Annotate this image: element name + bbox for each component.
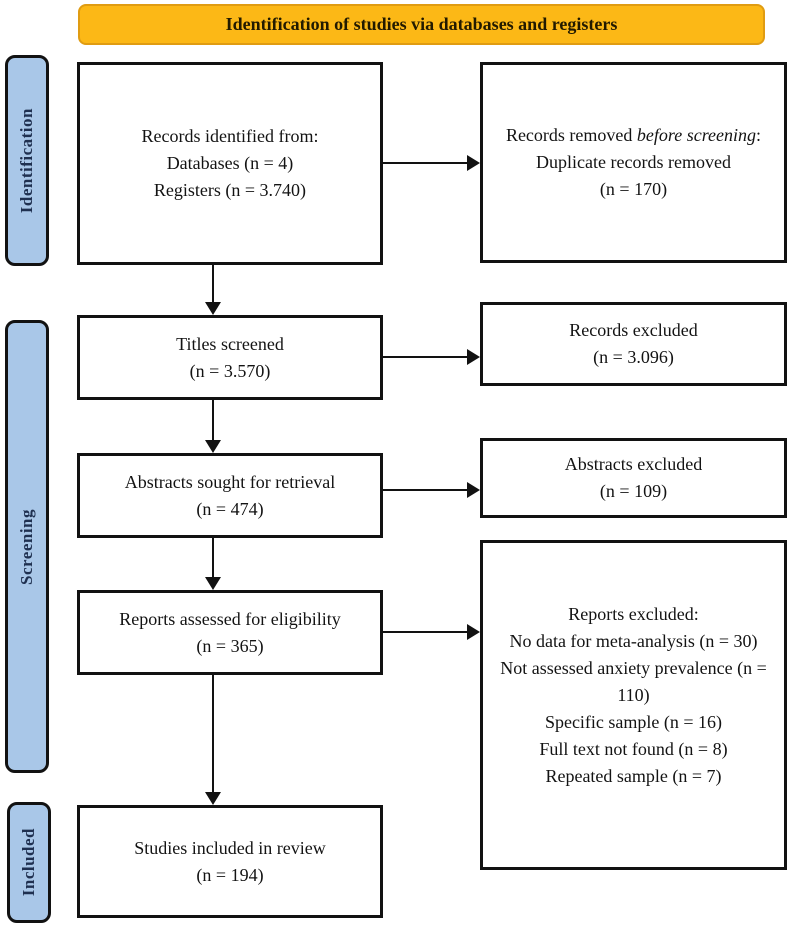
arrow-right-identified-to-removed xyxy=(383,155,480,171)
box-titles-screened: Titles screened (n = 3.570) xyxy=(77,315,383,400)
stage-label-identification: Identification xyxy=(5,55,49,266)
box-abstracts-excluded-line: Abstracts excluded xyxy=(564,454,703,474)
box-records-removed-suffix: : xyxy=(756,125,762,145)
stage-label-identification-text: Identification xyxy=(17,107,36,214)
arrow-down-reports-to-included xyxy=(205,675,221,805)
box-abstracts-sought-line: (n = 474) xyxy=(196,498,264,519)
stage-label-screening-text: Screening xyxy=(17,508,36,585)
box-records-removed-line: (n = 170) xyxy=(599,179,668,199)
box-abstracts-sought-line: Abstracts sought for retrieval xyxy=(124,471,336,492)
box-abstracts-sought: Abstracts sought for retrieval (n = 474) xyxy=(77,453,383,538)
stage-label-included: Included xyxy=(7,802,51,923)
box-studies-included-line: Studies included in review xyxy=(134,837,326,858)
box-reports-assessed-line: (n = 365) xyxy=(196,635,264,656)
box-abstracts-excluded-line: (n = 109) xyxy=(599,481,668,501)
arrow-right-abstracts-to-excluded xyxy=(383,482,480,498)
box-abstracts-excluded: Abstracts excluded (n = 109) xyxy=(480,438,787,518)
box-reports-excluded-line: Specific sample (n = 16) xyxy=(544,712,723,732)
stage-label-included-text: Included xyxy=(19,828,38,897)
arrow-right-reports-to-excluded xyxy=(383,624,480,640)
box-records-removed-italic: before screening xyxy=(636,125,757,145)
arrow-right-titles-to-excluded xyxy=(383,349,480,365)
box-records-excluded-line: (n = 3.096) xyxy=(593,347,674,367)
stage-label-screening: Screening xyxy=(5,320,49,773)
box-records-removed-heading: Records removed before screening: xyxy=(506,122,761,149)
diagram-title: Identification of studies via databases … xyxy=(225,14,618,34)
box-records-removed: Records removed before screening: Duplic… xyxy=(480,62,787,263)
arrow-down-identified-to-titles xyxy=(205,265,221,315)
arrow-down-titles-to-abstracts xyxy=(205,400,221,453)
title-banner: Identification of studies via databases … xyxy=(78,4,765,45)
box-records-excluded: Records excluded (n = 3.096) xyxy=(480,302,787,386)
box-reports-assessed-line: Reports assessed for eligibility xyxy=(119,608,341,629)
box-studies-included-line: (n = 194) xyxy=(196,864,264,885)
box-records-removed-line: Duplicate records removed xyxy=(536,152,731,172)
box-reports-excluded-line: Full text not found (n = 8) xyxy=(539,739,728,759)
box-records-identified: Records identified from: Databases (n = … xyxy=(77,62,383,265)
box-reports-excluded-line: Repeated sample (n = 7) xyxy=(545,766,722,786)
box-records-identified-line: Records identified from: xyxy=(141,126,319,146)
box-reports-excluded-line: Not assessed anxiety prevalence (n = 110… xyxy=(500,658,767,705)
box-reports-excluded: Reports excluded: No data for meta-analy… xyxy=(480,540,787,870)
arrow-down-abstracts-to-reports xyxy=(205,538,221,590)
box-titles-screened-line: Titles screened xyxy=(176,333,284,354)
box-records-identified-line: Databases (n = 4) xyxy=(166,153,294,173)
box-studies-included: Studies included in review (n = 194) xyxy=(77,805,383,918)
box-records-excluded-line: Records excluded xyxy=(569,320,698,340)
box-records-removed-prefix: Records removed xyxy=(505,125,637,145)
box-titles-screened-line: (n = 3.570) xyxy=(189,360,271,381)
box-records-identified-line: Registers (n = 3.740) xyxy=(153,180,307,200)
box-reports-assessed: Reports assessed for eligibility (n = 36… xyxy=(77,590,383,675)
box-reports-excluded-line: No data for meta-analysis (n = 30) xyxy=(509,631,758,651)
box-reports-excluded-line: Reports excluded: xyxy=(568,604,699,624)
